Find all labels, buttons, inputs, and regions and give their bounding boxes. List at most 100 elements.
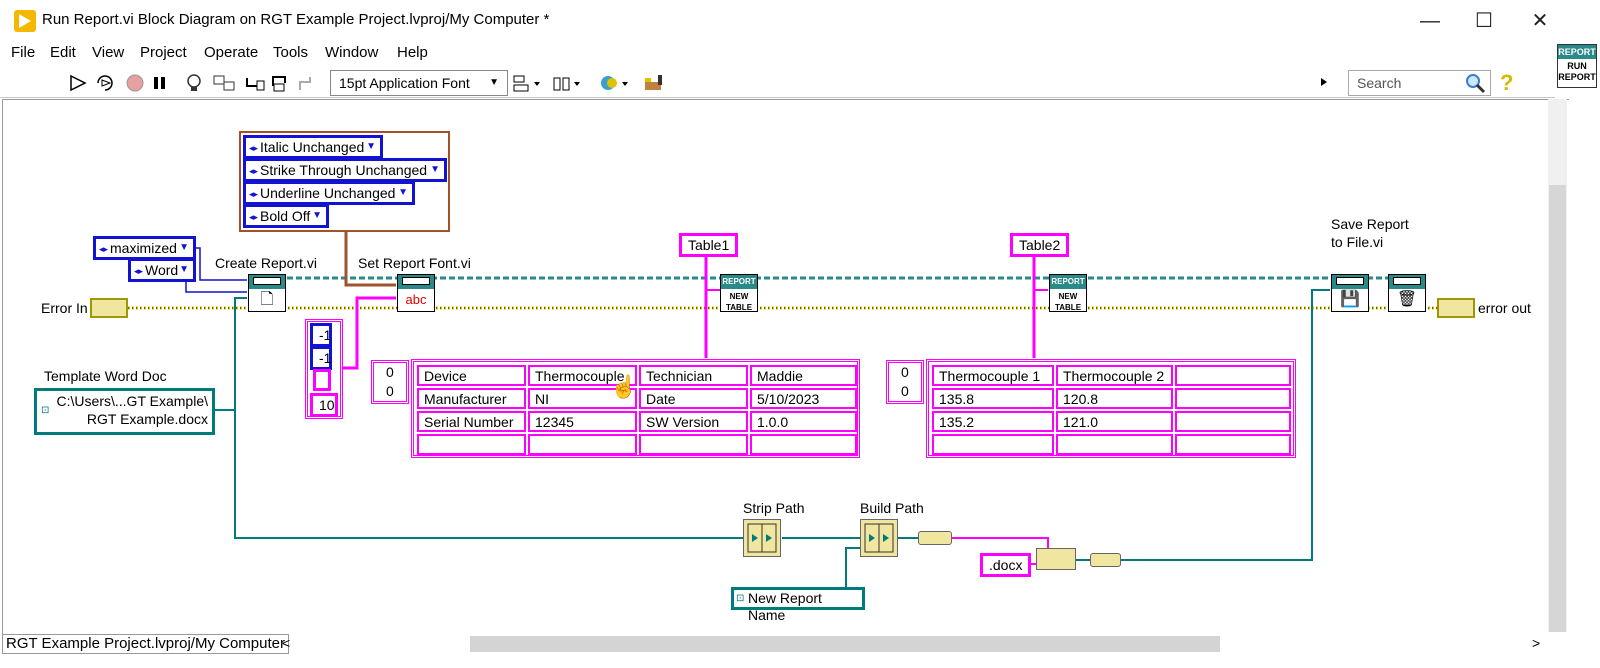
table1-cell[interactable] xyxy=(639,434,748,455)
abort-execution-icon[interactable] xyxy=(124,72,146,94)
strip-path-node[interactable] xyxy=(743,519,781,557)
array-element-3[interactable]: 10 xyxy=(310,393,338,417)
table1-cell[interactable]: 5/10/2023 xyxy=(750,388,857,409)
table1-cell[interactable]: Maddie xyxy=(750,365,857,386)
retain-wire-values-icon[interactable] xyxy=(212,72,236,94)
table1-cell[interactable]: Serial Number xyxy=(417,411,526,432)
path-to-string-node[interactable] xyxy=(918,531,952,545)
table1-cell[interactable]: Date xyxy=(639,388,748,409)
table1-cell[interactable]: Manufacturer xyxy=(417,388,526,409)
concatenate-strings-node[interactable] xyxy=(1036,548,1076,570)
table1-cell[interactable]: 12345 xyxy=(528,411,637,432)
new-table-node-2[interactable]: REPORT NEW TABLE xyxy=(1049,274,1087,312)
scroll-left-button[interactable]: < xyxy=(282,635,291,651)
horizontal-scrollbar-thumb[interactable] xyxy=(470,636,1220,652)
align-objects-icon[interactable] xyxy=(512,72,544,94)
menu-help[interactable]: Help xyxy=(397,44,428,61)
table2-cell[interactable] xyxy=(1175,434,1291,455)
table2-cell[interactable] xyxy=(1175,365,1291,386)
table2-label: Table2 xyxy=(1010,233,1070,257)
table2-cell[interactable]: 120.8 xyxy=(1056,388,1173,409)
reorder-objects-icon[interactable] xyxy=(598,72,632,94)
bold-enum[interactable]: ◂▸Bold Off▼ xyxy=(243,204,329,228)
docx-constant[interactable]: .docx xyxy=(980,553,1032,577)
vertical-scrollbar-thumb[interactable] xyxy=(1549,185,1566,632)
menu-file[interactable]: File xyxy=(11,44,36,61)
string-to-path-node[interactable] xyxy=(1090,553,1121,567)
step-into-icon[interactable] xyxy=(244,72,266,94)
table1-cell[interactable]: Thermocouple xyxy=(528,365,637,386)
menu-operate[interactable]: Operate xyxy=(204,44,259,61)
highlight-execution-icon[interactable] xyxy=(184,72,204,94)
new-report-name-constant[interactable]: ⊡ New Report Name xyxy=(731,587,865,623)
vi-icon[interactable]: REPORT RUN REPORT xyxy=(1557,44,1597,88)
table2-cell[interactable] xyxy=(1175,411,1291,432)
close-button[interactable]: ✕ xyxy=(1531,10,1549,32)
table2-cell[interactable]: 135.8 xyxy=(932,388,1054,409)
italic-enum[interactable]: ◂▸Italic Unchanged▼ xyxy=(243,135,383,159)
table1-col-index[interactable]: 0 xyxy=(386,383,394,399)
table1-row-index[interactable]: 0 xyxy=(386,364,394,380)
toolbar xyxy=(0,66,1555,98)
table2-col-index[interactable]: 0 xyxy=(901,383,909,399)
array-element-0[interactable]: -1 xyxy=(310,323,332,347)
array-element-1[interactable]: -1 xyxy=(310,346,332,370)
set-report-font-node[interactable]: abc xyxy=(397,274,435,312)
table2-cell[interactable]: 121.0 xyxy=(1056,411,1173,432)
menu-window[interactable]: Window xyxy=(325,44,379,61)
template-path-constant[interactable]: ⊡ C:\Users\...GT Example\ RGT Example.do… xyxy=(34,388,215,435)
maximize-button[interactable]: ☐ xyxy=(1475,10,1493,32)
array-element-2[interactable] xyxy=(313,369,331,391)
menu-edit[interactable]: Edit xyxy=(50,44,76,61)
font-abc-icon: abc xyxy=(405,292,427,307)
menu-project[interactable]: Project xyxy=(140,44,187,61)
distribute-objects-icon[interactable] xyxy=(552,72,584,94)
save-report-node[interactable]: 💾 xyxy=(1331,274,1369,312)
error-in-control[interactable] xyxy=(90,298,128,318)
context-help-icon[interactable]: ? xyxy=(1500,70,1514,95)
table1-cell[interactable]: SW Version xyxy=(639,411,748,432)
font-select[interactable]: 15pt Application Font ▼ xyxy=(330,70,508,96)
scroll-right-button[interactable]: > xyxy=(1532,635,1541,651)
create-report-node[interactable]: 🗋 xyxy=(248,274,286,312)
table1-cell[interactable]: 1.0.0 xyxy=(750,411,857,432)
pause-icon[interactable] xyxy=(151,72,169,94)
table2-cell[interactable]: 135.2 xyxy=(932,411,1054,432)
strikethrough-enum[interactable]: ◂▸Strike Through Unchanged▼ xyxy=(243,158,447,182)
table2-index[interactable]: 0 0 xyxy=(886,360,924,404)
minimize-button[interactable]: — xyxy=(1420,10,1440,32)
table1-cell[interactable] xyxy=(528,434,637,455)
table2-row-index[interactable]: 0 xyxy=(901,364,909,380)
path-icon: ⊡ xyxy=(41,405,50,416)
dispose-report-node[interactable]: 🗑 xyxy=(1388,274,1426,312)
table1-cell[interactable]: Device xyxy=(417,365,526,386)
table1-cell[interactable] xyxy=(750,434,857,455)
block-diagram-canvas[interactable] xyxy=(2,99,1569,646)
table2-cell[interactable]: Thermocouple 1 xyxy=(932,365,1054,386)
clean-up-diagram-icon[interactable] xyxy=(642,72,670,94)
window-state-enum[interactable]: ◂▸maximized▼ xyxy=(93,236,196,260)
step-out-icon[interactable] xyxy=(296,72,318,94)
run-arrow-icon[interactable] xyxy=(68,72,88,94)
step-over-icon[interactable] xyxy=(270,72,292,94)
build-path-node[interactable] xyxy=(860,519,898,557)
table1-cell[interactable]: NI xyxy=(528,388,637,409)
table2-cell[interactable] xyxy=(1175,388,1291,409)
run-continuously-icon[interactable] xyxy=(94,72,116,94)
table1-cell[interactable] xyxy=(417,434,526,455)
table2-cell[interactable] xyxy=(932,434,1054,455)
new-table-node-1[interactable]: REPORT NEW TABLE xyxy=(720,274,758,312)
table2-cell[interactable]: Thermocouple 2 xyxy=(1056,365,1173,386)
report-type-enum[interactable]: ◂▸Word▼ xyxy=(128,258,196,282)
error-out-indicator[interactable] xyxy=(1437,298,1475,318)
search-expand-icon[interactable] xyxy=(1319,76,1329,88)
menu-view[interactable]: View xyxy=(92,44,125,61)
table1-cell[interactable]: Technician xyxy=(639,365,748,386)
underline-enum[interactable]: ◂▸Underline Unchanged▼ xyxy=(243,181,415,205)
search-icon[interactable] xyxy=(1464,72,1486,94)
table2-cell[interactable] xyxy=(1056,434,1173,455)
table1-index[interactable]: 0 0 xyxy=(371,360,409,404)
menu-tools[interactable]: Tools xyxy=(273,44,309,61)
